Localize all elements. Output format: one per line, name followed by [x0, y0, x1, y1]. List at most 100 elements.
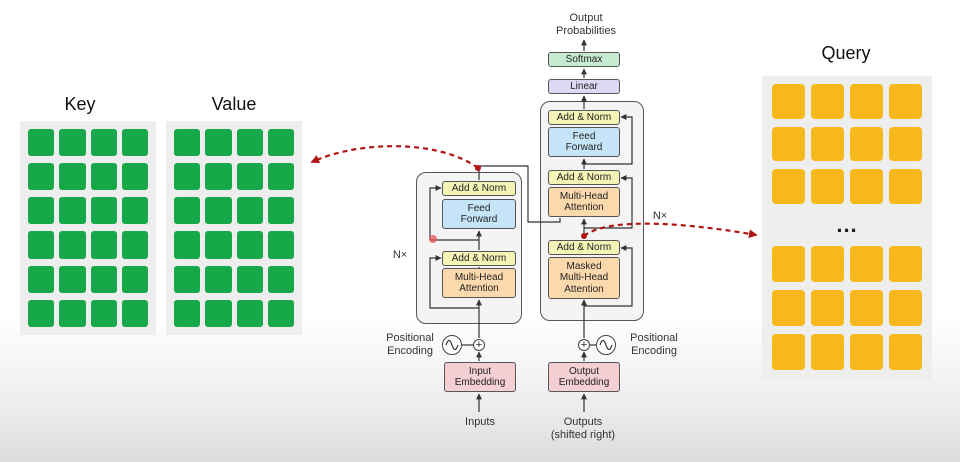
query-cell	[850, 126, 883, 162]
value-cell	[205, 265, 232, 293]
query-cell	[850, 290, 883, 326]
value-cell	[267, 231, 294, 259]
encoder-add-icon: +	[473, 339, 485, 351]
key-cell	[121, 163, 148, 191]
query-cell	[772, 169, 805, 204]
encoder-add-norm-top: Add & Norm	[442, 181, 516, 196]
key-cell	[59, 265, 86, 293]
encoder-stack	[416, 172, 522, 324]
decoder-masked-multi-head-attention: Masked Multi-Head Attention	[548, 257, 620, 299]
key-cell	[90, 197, 117, 225]
encoder-positional-encoding-icon	[442, 335, 462, 355]
value-cell	[174, 129, 201, 157]
value-cell	[174, 231, 201, 259]
decoder-positional-encoding-label: Positional Encoding	[630, 332, 678, 358]
key-cell	[90, 163, 117, 191]
key-cell	[28, 163, 55, 191]
query-matrix: ...	[762, 76, 932, 380]
key-title: Key	[64, 94, 96, 114]
linear-block: Linear	[548, 79, 620, 94]
key-cell	[121, 129, 148, 157]
value-cell	[174, 265, 201, 293]
value-cell	[174, 197, 201, 225]
value-cell	[205, 299, 232, 327]
key-cell	[28, 129, 55, 157]
encoder-add-norm-bottom: Add & Norm	[442, 251, 516, 266]
key-cell	[90, 231, 117, 259]
value-cell	[174, 163, 201, 191]
key-cell	[59, 231, 86, 259]
value-cell	[267, 197, 294, 225]
value-cell	[236, 231, 263, 259]
value-cell	[205, 163, 232, 191]
key-cell	[28, 231, 55, 259]
query-cell	[889, 169, 922, 204]
value-cell	[236, 265, 263, 293]
output-probabilities-label: Output Probabilities	[556, 12, 616, 38]
key-cell	[28, 299, 55, 327]
decoder-add-norm-bottom: Add & Norm	[548, 240, 620, 255]
value-cell	[174, 299, 201, 327]
query-cell	[811, 246, 844, 282]
key-cell	[90, 299, 117, 327]
key-matrix	[20, 121, 156, 335]
query-cell	[889, 334, 922, 370]
inputs-label: Inputs	[465, 416, 495, 428]
value-cell	[236, 299, 263, 327]
query-title: Query	[821, 43, 871, 63]
softmax-block: Softmax	[548, 52, 620, 67]
encoder-feed-forward: Feed Forward	[442, 199, 516, 229]
encoder-multi-head-attention: Multi-Head Attention	[442, 268, 516, 298]
key-cell	[90, 265, 117, 293]
query-cell	[772, 84, 805, 119]
key-cell	[59, 197, 86, 225]
key-cell	[90, 129, 117, 157]
value-cell	[267, 163, 294, 191]
decoder-feed-forward: Feed Forward	[548, 127, 620, 157]
key-cell	[59, 163, 86, 191]
decoder-positional-encoding-icon	[596, 335, 616, 355]
decoder-add-norm-middle: Add & Norm	[548, 170, 620, 185]
value-cell	[205, 231, 232, 259]
key-cell	[59, 299, 86, 327]
outputs-label: Outputs (shifted right)	[550, 416, 616, 442]
query-cell	[889, 246, 922, 282]
value-matrix	[166, 121, 302, 335]
key-cell	[121, 231, 148, 259]
query-ellipsis: ...	[836, 212, 858, 237]
key-cell	[121, 299, 148, 327]
value-cell	[236, 163, 263, 191]
query-cell	[850, 169, 883, 204]
query-cell	[850, 334, 883, 370]
query-cell	[772, 334, 805, 370]
query-cell	[811, 290, 844, 326]
decoder-nx-label: N×	[652, 210, 668, 222]
query-cell	[772, 126, 805, 162]
value-cell	[267, 129, 294, 157]
value-cell	[267, 299, 294, 327]
value-cell	[236, 197, 263, 225]
key-cell	[28, 265, 55, 293]
encoder-positional-encoding-label: Positional Encoding	[386, 332, 434, 358]
key-cell	[28, 197, 55, 225]
decoder-add-icon: +	[578, 339, 590, 351]
query-cell	[889, 290, 922, 326]
query-cell	[811, 84, 844, 119]
query-cell	[811, 169, 844, 204]
value-cell	[267, 265, 294, 293]
key-cell	[121, 265, 148, 293]
key-cell	[121, 197, 148, 225]
value-cell	[205, 197, 232, 225]
encoder-nx-label: N×	[392, 249, 408, 261]
decoder-add-norm-top: Add & Norm	[548, 110, 620, 125]
query-cell	[772, 290, 805, 326]
output-embedding-block: Output Embedding	[548, 362, 620, 392]
value-cell	[205, 129, 232, 157]
query-cell	[772, 246, 805, 282]
query-cell	[850, 84, 883, 119]
value-cell	[236, 129, 263, 157]
query-cell	[889, 84, 922, 119]
query-cell	[889, 126, 922, 162]
query-cell	[811, 126, 844, 162]
key-cell	[59, 129, 86, 157]
